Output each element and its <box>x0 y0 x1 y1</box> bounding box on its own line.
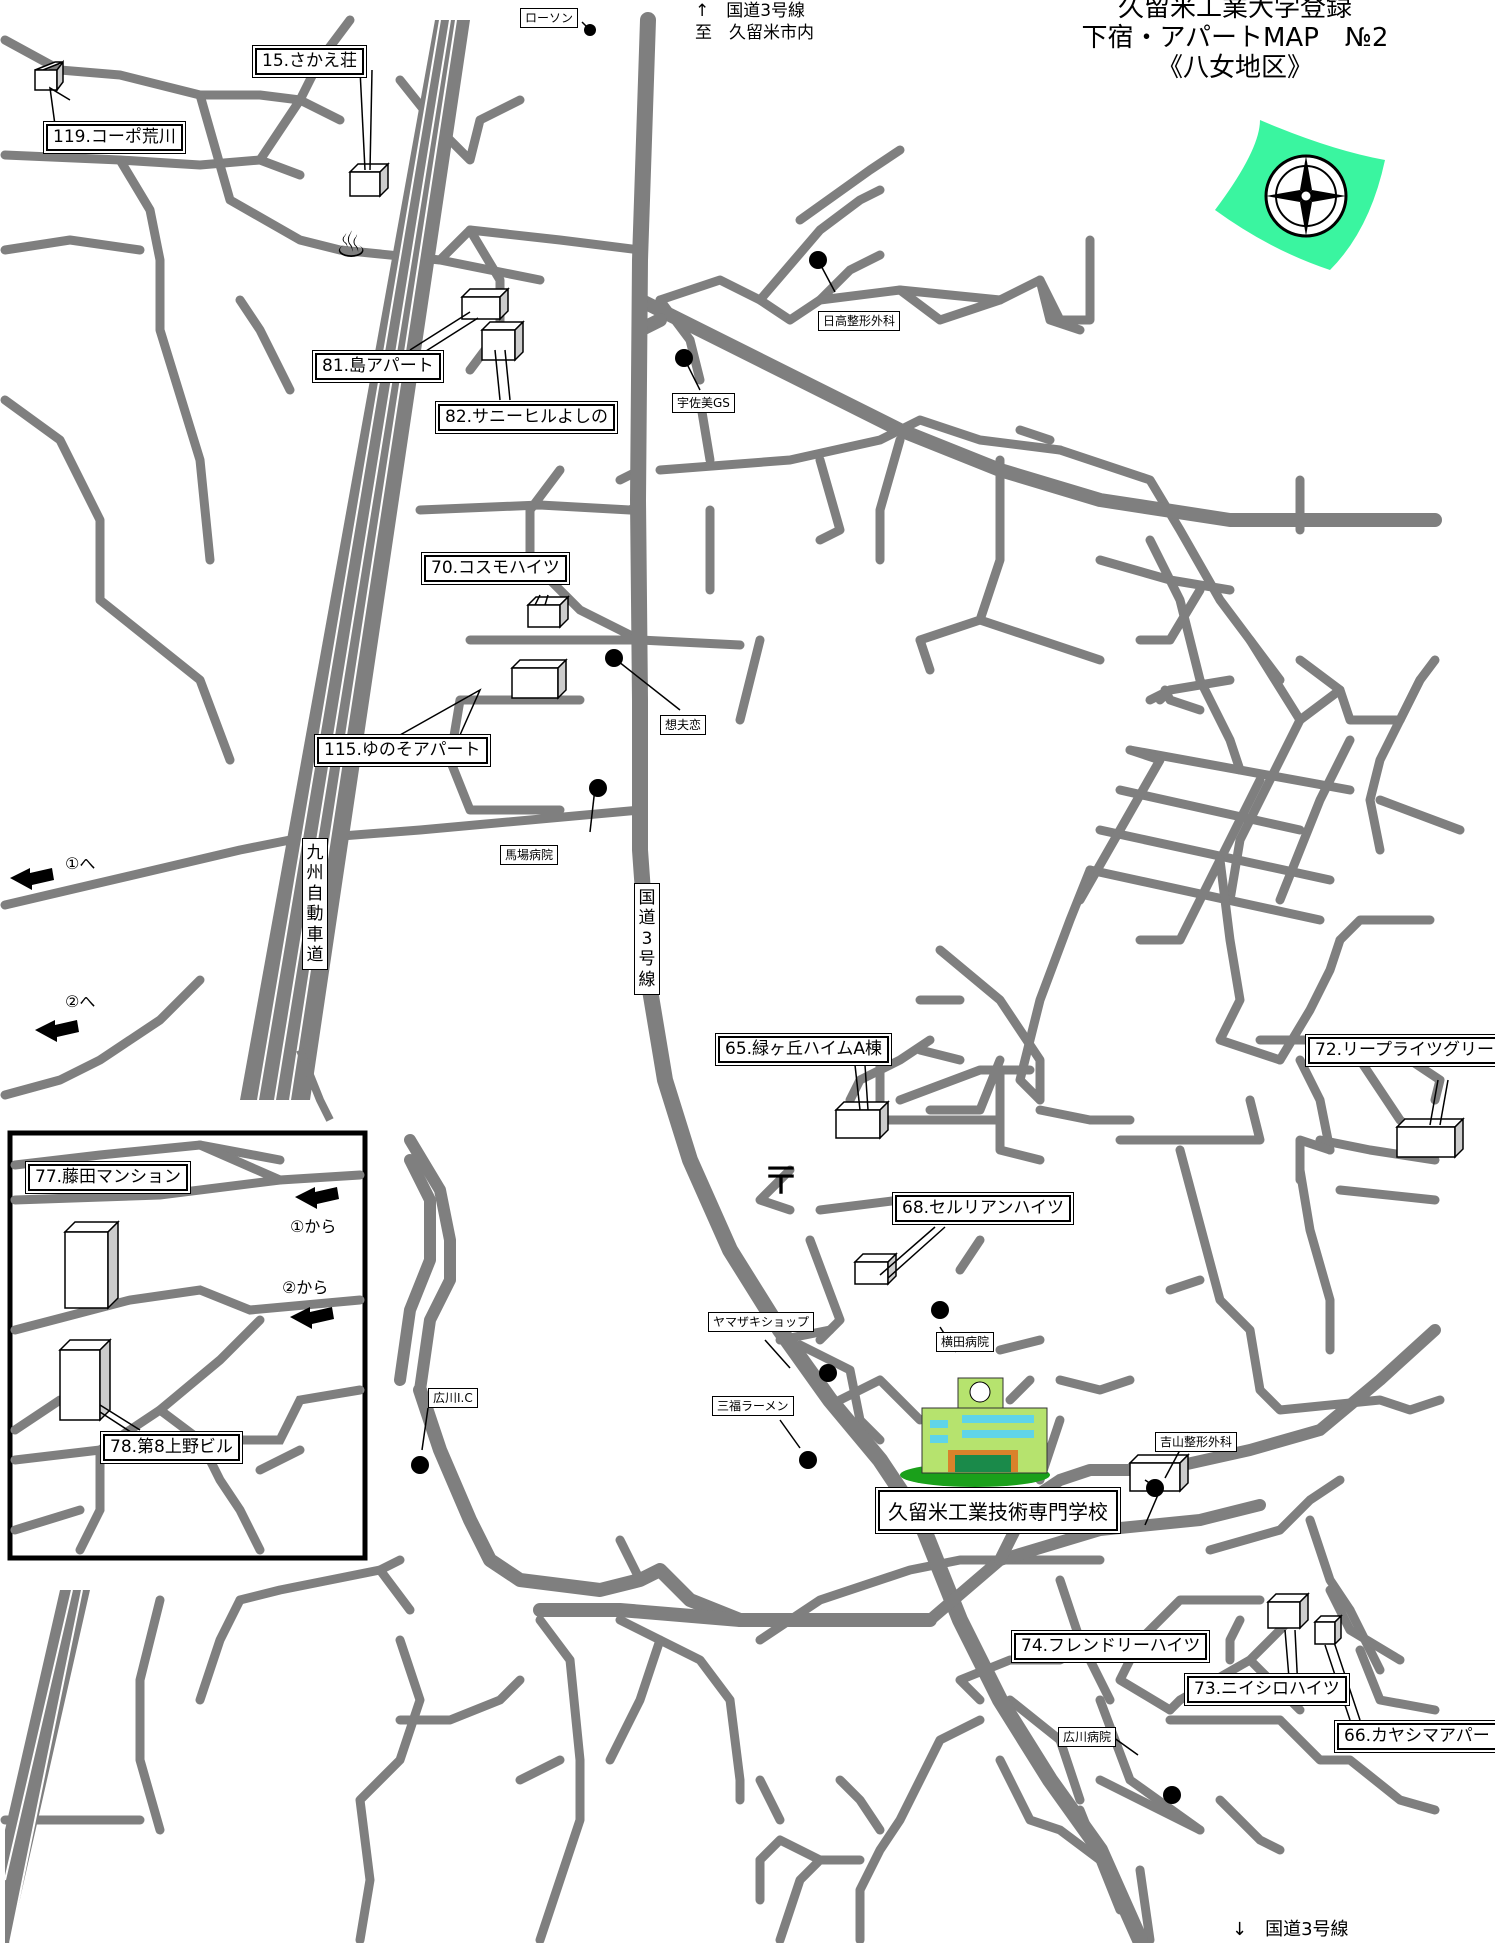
building-icon <box>526 595 570 629</box>
point-markers <box>411 24 1181 1804</box>
expressway <box>4 19 470 1943</box>
building-icon <box>63 1220 120 1310</box>
building-icon <box>834 1100 890 1140</box>
route3-label: 国道3号線 <box>634 883 660 995</box>
marker-yokota <box>931 1301 949 1319</box>
title-line1: 久留米工業大学登録 <box>1117 0 1352 23</box>
north-line2: 至 久留米市内 <box>695 23 814 44</box>
to-2-label: ②へ <box>65 992 96 1011</box>
arrow-left-icon <box>10 868 54 890</box>
apartment-72-label[interactable]: 72.リープライツグリーン <box>1308 1037 1495 1064</box>
apartment-81-label[interactable]: 81.島アパート <box>315 353 441 380</box>
apartment-15-label[interactable]: 15.さかえ荘 <box>255 48 365 75</box>
landmark-soufuren-label: 想夫恋 <box>660 715 707 735</box>
north-line1: ↑ 国道3号線 <box>695 1 806 21</box>
apartment-77-label[interactable]: 77.藤田マンション <box>28 1164 189 1191</box>
arrow-left-icon <box>290 1307 334 1329</box>
title-line2: 下宿・アパートMAP №2 <box>1081 22 1389 53</box>
landmark-lawson-label: ローソン <box>520 8 579 28</box>
building-icon <box>1266 1592 1310 1630</box>
marker-sanpuku <box>799 1451 817 1469</box>
marker-soufuren <box>605 649 623 667</box>
building-icon <box>348 162 390 198</box>
building-icon <box>34 59 64 93</box>
north-direction: ↑ 国道3号線 至 久留米市内 <box>695 0 814 44</box>
building-icon <box>460 287 510 321</box>
apartment-70-label[interactable]: 70.コスモハイツ <box>424 555 567 582</box>
landmark-baba-label: 馬場病院 <box>500 845 559 865</box>
landmark-hirokawa-ic-label: 広川I.C <box>428 1388 478 1408</box>
landmark-yokota-label: 横田病院 <box>936 1332 995 1352</box>
marker-usami <box>675 349 693 367</box>
apartment-66-label[interactable]: 66.カヤシマアパート <box>1337 1723 1495 1750</box>
from-2-label: ②から <box>282 1278 329 1297</box>
marker-hidaka <box>809 251 827 269</box>
marker-lawson <box>584 24 596 36</box>
marker-yamazaki <box>819 1364 837 1382</box>
map-title: 久留米工業大学登録 下宿・アパートMAP №2 《八女地区》 <box>1065 0 1405 84</box>
arrows <box>10 868 339 1329</box>
expressway-label: 九州自動車道 <box>302 838 328 971</box>
building-icon <box>1395 1117 1465 1159</box>
to-1-label: ①へ <box>65 854 96 873</box>
building-icon <box>853 1252 898 1286</box>
building-icon <box>1313 1614 1343 1646</box>
apartment-82-label[interactable]: 82.サニーヒルよしの <box>438 404 616 431</box>
apartment-68-label[interactable]: 68.セルリアンハイツ <box>895 1195 1072 1222</box>
compass-icon <box>1215 120 1385 270</box>
landmark-yamazaki-label: ヤマザキショップ <box>708 1312 815 1332</box>
title-line3: 《八女地区》 <box>1156 52 1313 83</box>
marker-yoshiyama <box>1146 1479 1164 1497</box>
landmark-hidaka-label: 日高整形外科 <box>818 311 901 331</box>
building-icon <box>58 1338 112 1422</box>
marker-baba <box>589 779 607 797</box>
landmark-sanpuku-label: 三福ラーメン <box>712 1396 794 1416</box>
building-icon <box>510 658 568 700</box>
landmark-hirokawa-hosp-label: 広川病院 <box>1058 1727 1117 1747</box>
post-office-icon: 〒 <box>762 1159 801 1203</box>
from-1-label: ①から <box>290 1217 337 1236</box>
apartment-78-label[interactable]: 78.第8上野ビル <box>103 1434 240 1461</box>
apartment-119-label[interactable]: 119.コーポ荒川 <box>46 124 183 151</box>
south-direction: ↓ 国道3号線 <box>1232 1919 1349 1940</box>
arrow-left-icon <box>35 1020 79 1042</box>
arrow-left-icon <box>295 1187 339 1209</box>
apartment-115-label[interactable]: 115.ゆのそアパート <box>317 737 488 764</box>
apartment-74-label[interactable]: 74.フレンドリーハイツ <box>1014 1633 1208 1660</box>
apartment-65-label[interactable]: 65.緑ヶ丘ハイムA棟 <box>718 1036 889 1063</box>
onsen-icon: ♨ <box>335 225 368 266</box>
school-label[interactable]: 久留米工業技術専門学校 <box>878 1490 1118 1531</box>
building-icon <box>480 320 525 362</box>
callout-pointers <box>49 21 1449 1756</box>
minor-roads <box>0 15 1465 1943</box>
apartment-buildings <box>34 59 1465 1646</box>
marker-hirokawa-ic <box>411 1456 429 1474</box>
marker-hirokawa-hosp <box>1163 1786 1181 1804</box>
school-building-icon <box>900 1377 1050 1487</box>
landmark-usami-label: 宇佐美GS <box>672 393 735 413</box>
landmark-yoshiyama-label: 吉山整形外科 <box>1155 1432 1238 1452</box>
apartment-73-label[interactable]: 73.ニイシロハイツ <box>1187 1676 1347 1703</box>
